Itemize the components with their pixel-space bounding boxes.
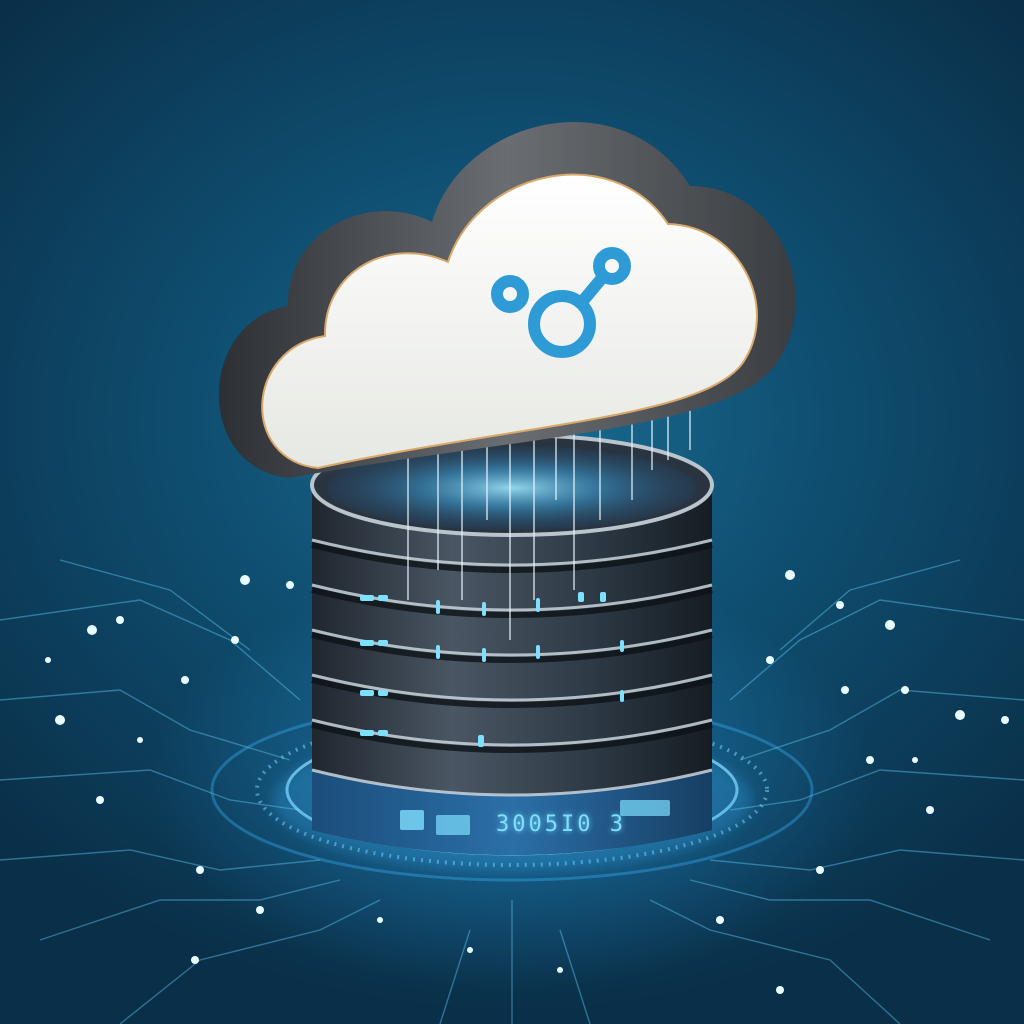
circuit-nodes [45, 570, 1009, 994]
node-graph-icon [491, 247, 631, 358]
cloud-icon [218, 122, 796, 479]
server-readout: 3005I0 3 [496, 812, 626, 837]
database-stack-icon [310, 433, 714, 855]
status-leds [360, 592, 670, 835]
circuit-lines [0, 559, 1024, 1024]
